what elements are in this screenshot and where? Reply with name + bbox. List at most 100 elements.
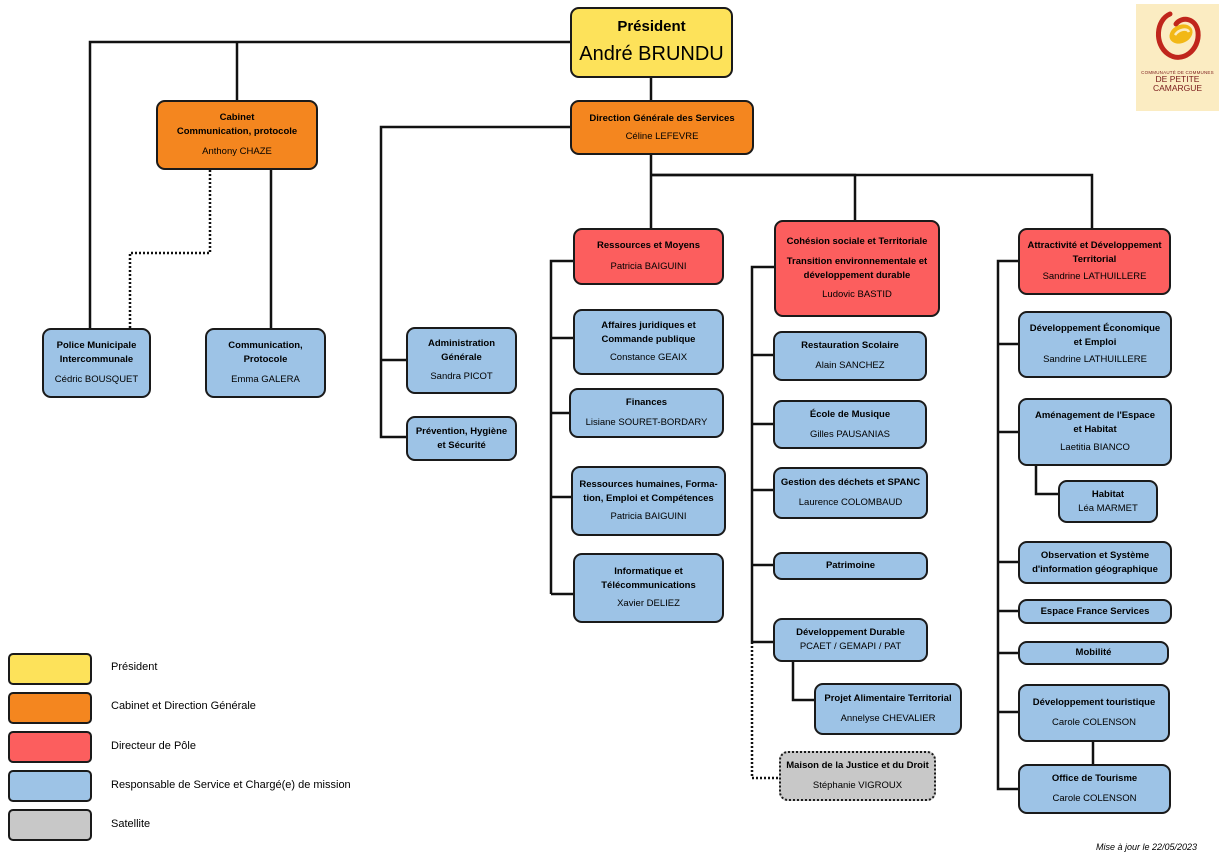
police-name: Cédric BOUSQUET — [54, 373, 139, 385]
service-box: Espace France Services — [1018, 599, 1172, 624]
service-title: Ressources humaines, Forma- — [579, 478, 718, 490]
legend-label: Président — [111, 661, 158, 673]
service-subtitle: tion, Emploi et Compétences — [583, 492, 714, 504]
pole2-title: Cohésion sociale et Territoriale — [786, 235, 928, 247]
communication-name: Emma GALERA — [231, 373, 300, 385]
service-box: Restauration Scolaire Alain SANCHEZ — [773, 331, 927, 381]
service-name: Carole COLENSON — [1052, 717, 1136, 728]
service-name: Xavier DELIEZ — [617, 598, 680, 610]
pole3-title: Attractivité et Développement — [1027, 239, 1162, 251]
service-subtitle: Télécommunications — [601, 579, 696, 591]
service-name: Sandrine LATHUILLERE — [1043, 354, 1147, 366]
service-title: Finances — [625, 397, 668, 409]
pole2-subtitle: Transition environnementale et — [786, 255, 928, 267]
service-subtitle: PCAET / GEMAPI / PAT — [799, 641, 902, 652]
service-title: Patrimoine — [825, 560, 876, 572]
pole3-subtitle: Territorial — [1072, 253, 1117, 265]
communication-title: Communication, — [228, 340, 303, 352]
pole1-title: Ressources et Moyens — [597, 240, 700, 252]
pole3-name: Sandrine LATHUILLERE — [1042, 271, 1147, 283]
logo-line-3: CAMARGUE — [1152, 82, 1203, 93]
service-name: Patricia BAIGUINI — [610, 511, 687, 523]
prevention-subtitle: et Sécurité — [437, 439, 486, 451]
cabinet-box: Cabinet Communication, protocole Anthony… — [156, 100, 318, 170]
legend-label: Satellite — [111, 818, 151, 830]
logo-line-2: DE PETITE — [1155, 74, 1200, 84]
legend-swatch-cabinet — [8, 692, 92, 724]
service-title: Restauration Scolaire — [801, 340, 899, 352]
service-name: Lisiane SOURET-BORDARY — [585, 417, 708, 428]
legend-swatch-satellite — [8, 809, 92, 841]
service-subtitle: d'information géographique — [1032, 563, 1158, 575]
service-box: Affaires juridiques et Commande publique… — [573, 309, 724, 375]
legend-label: Cabinet et Direction Générale — [111, 700, 256, 712]
service-name: Laurence COLOMBAUD — [798, 497, 903, 508]
admin-box: Administration Générale Sandra PICOT — [406, 327, 517, 394]
service-title: Informatique et — [614, 565, 683, 577]
communication-box: Communication, Protocole Emma GALERA — [205, 328, 326, 398]
admin-name: Sandra PICOT — [430, 370, 493, 382]
service-subtitle: et Habitat — [1073, 424, 1117, 436]
service-name: Laetitia BIANCO — [1060, 441, 1130, 453]
sub-service-title: Projet Alimentaire Territorial — [824, 693, 952, 705]
service-box: Gestion des déchets et SPANC Laurence CO… — [773, 467, 928, 519]
pole1-director-box: Ressources et Moyens Patricia BAIGUINI — [573, 228, 724, 285]
service-box: Mobilité — [1018, 641, 1169, 665]
communication-subtitle: Protocole — [243, 354, 288, 366]
dgs-title: Direction Générale des Services — [589, 112, 735, 124]
legend-label: Directeur de Pôle — [111, 740, 196, 752]
service-box: Développement Économique et Emploi Sandr… — [1018, 311, 1172, 378]
legend-swatch-president — [8, 653, 92, 685]
cabinet-name: Anthony CHAZE — [202, 145, 272, 157]
legend-label: Responsable de Service et Chargé(e) de m… — [111, 779, 351, 791]
president-name: André BRUNDU — [579, 43, 724, 66]
sub-service-box: Projet Alimentaire Territorial Annelyse … — [814, 683, 962, 735]
pole2-director-box: Cohésion sociale et Territoriale Transit… — [774, 220, 940, 317]
service-title: Espace France Services — [1040, 605, 1150, 617]
service-title: Développement Durable — [796, 627, 905, 639]
police-subtitle: Intercommunale — [59, 354, 134, 366]
tourisme-box: Office de Tourisme Carole COLENSON — [1018, 764, 1171, 814]
satellite-title: Maison de la Justice et du Droit — [786, 760, 929, 772]
admin-title: Administration — [427, 338, 496, 350]
legend-swatch-service — [8, 770, 92, 802]
habitat-title: Habitat — [1091, 488, 1125, 500]
logo: COMMUNAUTÉ DE COMMUNES DE PETITE CAMARGU… — [1136, 4, 1219, 111]
service-box: Observation et Système d'information géo… — [1018, 541, 1172, 584]
service-box: Ressources humaines, Forma- tion, Emploi… — [571, 466, 726, 536]
pole1-name: Patricia BAIGUINI — [610, 261, 687, 272]
pole2-subtitle-2: développement durable — [803, 269, 911, 281]
service-name: Alain SANCHEZ — [815, 360, 885, 371]
service-name: Gilles PAUSANIAS — [809, 428, 891, 440]
dgs-box: Direction Générale des Services Céline L… — [570, 100, 754, 155]
update-date: Mise à jour le 22/05/2023 — [1096, 842, 1198, 852]
prevention-box: Prévention, Hygiène et Sécurité — [406, 416, 517, 461]
service-title: Aménagement de l'Espace — [1035, 410, 1155, 422]
sub-service-name: Annelyse CHEVALIER — [840, 713, 936, 724]
satellite-name: Stéphanie VIGROUX — [812, 780, 903, 791]
swirl-logo-icon — [1155, 11, 1201, 60]
service-title: Observation et Système — [1040, 549, 1150, 561]
prevention-title: Prévention, Hygiène — [415, 425, 508, 437]
service-box: Développement touristique Carole COLENSO… — [1018, 684, 1170, 742]
service-title: Gestion des déchets et SPANC — [780, 477, 921, 489]
dgs-name: Céline LEFEVRE — [625, 130, 699, 142]
legend-swatch-pole — [8, 731, 92, 763]
police-title: Police Municipale — [56, 340, 137, 352]
tourisme-title: Office de Tourisme — [1051, 773, 1138, 785]
president-box: Président André BRUNDU — [570, 7, 733, 78]
habitat-name: Léa MARMET — [1078, 502, 1138, 514]
service-subtitle: et Emploi — [1073, 336, 1117, 348]
police-box: Police Municipale Intercommunale Cédric … — [42, 328, 151, 398]
tourisme-name: Carole COLENSON — [1052, 793, 1137, 804]
service-name: Constance GEAIX — [609, 351, 688, 363]
admin-subtitle: Générale — [441, 352, 482, 364]
service-box: Informatique et Télécommunications Xavie… — [573, 553, 724, 623]
service-box: Patrimoine — [773, 552, 928, 580]
service-box: Aménagement de l'Espace et Habitat Laeti… — [1018, 398, 1172, 466]
service-title: Développement Économique — [1029, 322, 1161, 334]
service-box: École de Musique Gilles PAUSANIAS — [773, 400, 927, 449]
service-title: Développement touristique — [1032, 697, 1156, 709]
